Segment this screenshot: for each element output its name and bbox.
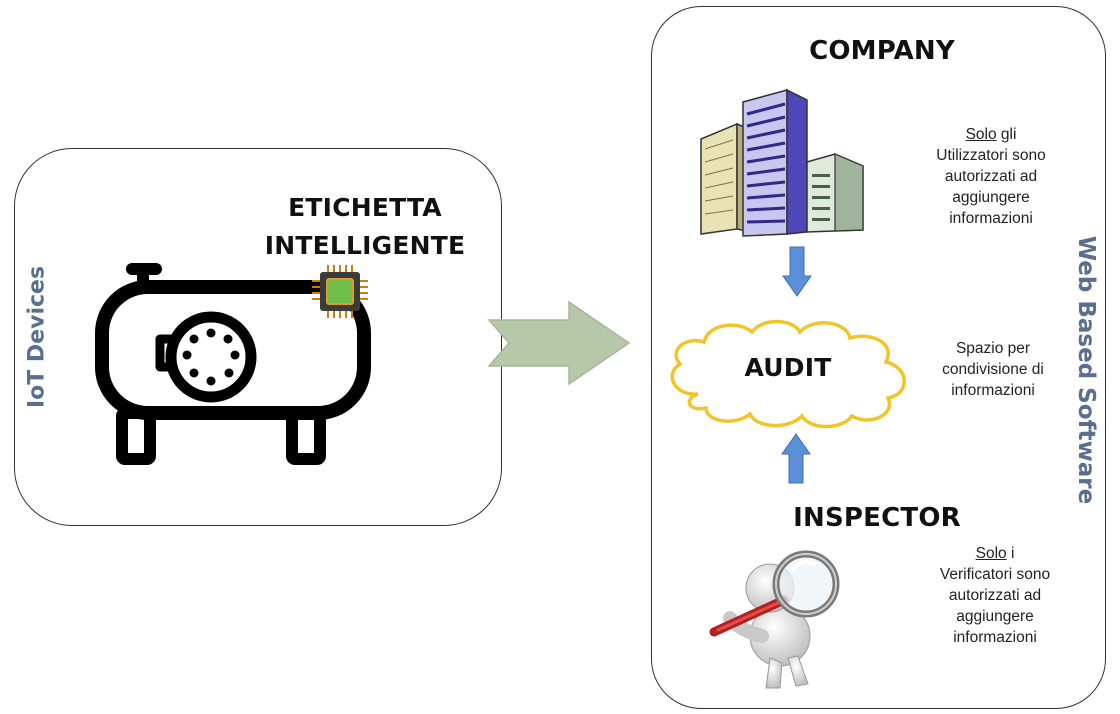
inspector-note-line1-rest: i (1006, 545, 1015, 562)
iot-devices-label: IoT Devices (24, 265, 50, 409)
inspector-note-line2: Verificatori sono (939, 566, 1051, 583)
company-note-line5: informazioni (949, 210, 1033, 227)
smart-tag-title-line2: INTELLIGENTE (264, 231, 466, 260)
smart-tag-title-line1: ETICHETTA (288, 193, 442, 222)
inspector-note-line1: Solo i (930, 543, 1060, 564)
inspector-note: Solo i Verificatori sono autorizzati ad … (930, 543, 1060, 648)
inspector-magnifier-icon (709, 550, 840, 689)
arrow-up-icon (781, 433, 811, 484)
audit-note-line2: condivisione di (942, 361, 1044, 378)
audit-note-line3: informazioni (951, 382, 1035, 399)
smart-tag-title: ETICHETTA INTELLIGENTE (250, 189, 480, 265)
flow-arrow-icon (487, 300, 631, 386)
inspector-note-line5: informazioni (953, 629, 1037, 646)
company-title: COMPANY (809, 36, 955, 66)
company-note-line2: Utilizzatori sono (936, 147, 1046, 164)
company-note-line1: Solo gli (916, 124, 1066, 145)
inspector-title: INSPECTOR (793, 503, 961, 533)
company-note-line3: autorizzati ad (944, 168, 1038, 185)
inspector-note-underlined: Solo (975, 545, 1007, 562)
audit-note-line1: Spazio per (955, 340, 1031, 357)
buildings-icon (700, 88, 864, 237)
inspector-note-line3: autorizzati ad (948, 587, 1042, 604)
company-note-line1-rest: gli (996, 126, 1017, 143)
web-based-software-label: Web Based Software (1073, 235, 1099, 505)
arrow-down-icon (782, 246, 812, 297)
audit-note: Spazio per condivisione di informazioni (918, 338, 1068, 401)
cloud-icon (670, 319, 906, 429)
company-note-underlined: Solo (965, 126, 997, 143)
audit-title: AUDIT (744, 353, 832, 382)
inspector-note-line4: aggiungere (956, 608, 1034, 625)
chip-icon (312, 265, 368, 318)
tank-icon (95, 263, 371, 465)
company-note-line4: aggiungere (952, 189, 1030, 206)
company-note: Solo gli Utilizzatori sono autorizzati a… (916, 124, 1066, 229)
